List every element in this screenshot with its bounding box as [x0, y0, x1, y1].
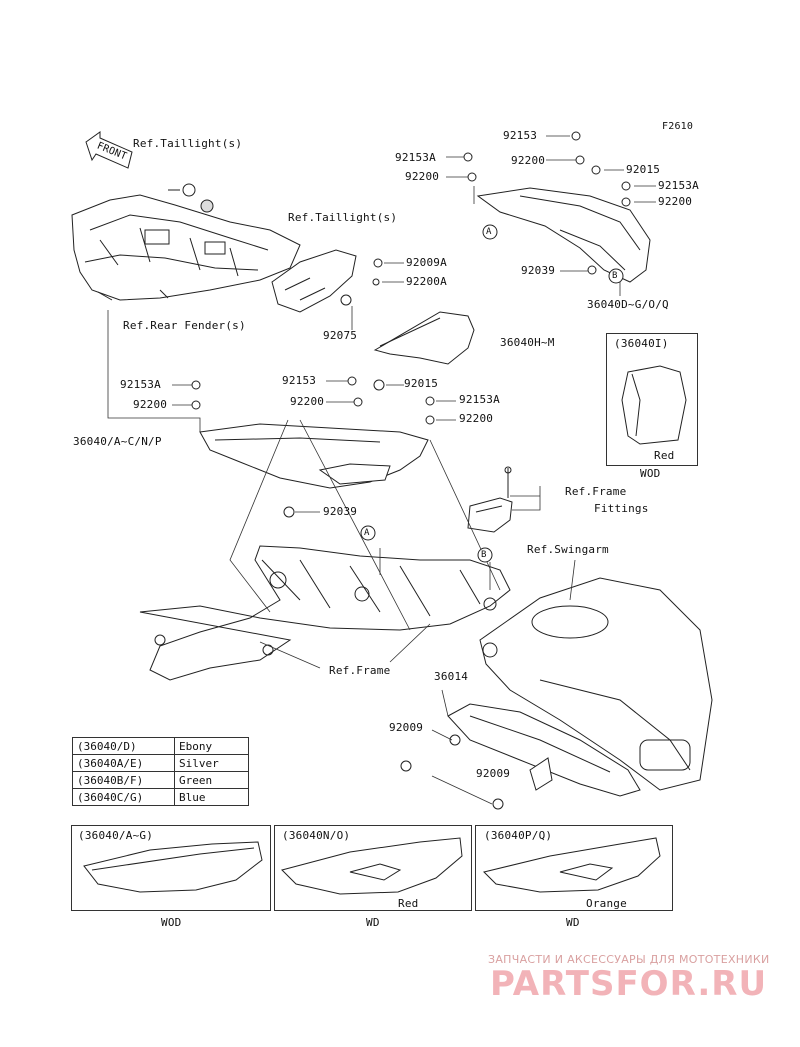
label-92153a-top: 92153A	[395, 151, 436, 164]
label-ref-rear-fender: Ref.Rear Fender(s)	[123, 319, 246, 332]
label-92153a-right: 92153A	[658, 179, 699, 192]
label-ref-frame-fittings-2: Fittings	[594, 502, 649, 515]
table-cell-code: (36040/D)	[72, 737, 175, 755]
label-ref-swingarm: Ref.Swingarm	[527, 543, 609, 556]
label-ref-frame-fittings-1: Ref.Frame	[565, 485, 627, 498]
bottom-inset-2-code: WD	[366, 916, 380, 929]
callout-circles	[360, 224, 624, 563]
bottom-inset-1-code: WOD	[161, 916, 182, 929]
label-92039-top: 92039	[521, 264, 556, 277]
label-92009-1: 92009	[389, 721, 424, 734]
table-cell-name: Green	[174, 771, 249, 789]
label-36040a: 36040/A~C/N/P	[73, 435, 162, 448]
label-92200-left: 92200	[133, 398, 168, 411]
table-cell-code: (36040B/F)	[72, 771, 175, 789]
label-92200a: 92200A	[406, 275, 447, 288]
bottom-inset-1-title: (36040/A~G)	[78, 829, 154, 842]
table-row: (36040B/F)Green	[72, 771, 249, 789]
label-92015-mid: 92015	[404, 377, 439, 390]
callout-b-label-2: B	[481, 550, 487, 560]
frame-fittings	[467, 466, 513, 533]
label-92200-top1: 92200	[511, 154, 546, 167]
leader-lines	[107, 135, 656, 805]
label-92075: 92075	[323, 329, 358, 342]
label-92200-top2: 92200	[405, 170, 440, 183]
table-cell-code: (36040C/G)	[72, 788, 175, 806]
label-92153-top: 92153	[503, 129, 538, 142]
label-ref-taillight-1: Ref.Taillight(s)	[133, 137, 243, 150]
rear-fender-assembly	[71, 183, 301, 301]
taillight-shape	[271, 249, 357, 313]
label-92153a-left: 92153A	[120, 378, 161, 391]
label-92009-2: 92009	[476, 767, 511, 780]
label-92153-mid: 92153	[282, 374, 317, 387]
front-arrow-icon	[85, 131, 133, 169]
bottom-inset-parts	[83, 837, 661, 895]
small-cover	[373, 311, 475, 365]
bottom-inset-2	[274, 825, 472, 911]
bottom-inset-2-color: Red	[398, 897, 419, 910]
table-cell-name: Silver	[174, 754, 249, 772]
label-36014: 36014	[434, 670, 469, 683]
watermark-tagline: ЗАПЧАСТИ И АКСЕССУАРЫ ДЛЯ МОТОТЕХНИКИ	[488, 953, 770, 966]
label-92200-mid2: 92200	[459, 412, 494, 425]
table-row: (36040/D)Ebony	[72, 737, 249, 755]
bottom-inset-3-color: Orange	[586, 897, 627, 910]
label-92009a: 92009A	[406, 256, 447, 269]
table-cell-name: Blue	[174, 788, 249, 806]
color-table: (36040/D)Ebony (36040A/E)Silver (36040B/…	[72, 737, 249, 806]
inset-36040i-color: Red	[654, 449, 675, 462]
callout-a-label-2: A	[364, 528, 370, 538]
bottom-inset-2-title: (36040N/O)	[282, 829, 351, 842]
figure-code: F2610	[662, 121, 694, 132]
bottom-inset-3	[475, 825, 673, 911]
swingarm	[479, 577, 713, 791]
bottom-inset-1	[71, 825, 271, 911]
table-row: (36040C/G)Blue	[72, 788, 249, 806]
inset-36040i-box	[606, 333, 698, 466]
inset-part-36040i	[621, 365, 687, 445]
label-92039-mid: 92039	[323, 505, 358, 518]
label-92153a-mid: 92153A	[459, 393, 500, 406]
main-side-cover	[199, 423, 429, 489]
label-92200-right: 92200	[658, 195, 693, 208]
inset-36040i-code: WOD	[640, 467, 661, 480]
label-ref-taillight-2: Ref.Taillight(s)	[288, 211, 398, 224]
callout-b-label: B	[612, 271, 618, 281]
watermark-brand: PARTSFOR.RU	[490, 964, 768, 1004]
bottom-inset-3-code: WD	[566, 916, 580, 929]
table-cell-code: (36040A/E)	[72, 754, 175, 772]
upper-tail-cowl	[476, 187, 651, 283]
label-ref-frame: Ref.Frame	[329, 664, 391, 677]
label-36040d: 36040D~G/O/Q	[587, 298, 669, 311]
bottom-inset-3-title: (36040P/Q)	[484, 829, 553, 842]
table-row: (36040A/E)Silver	[72, 754, 249, 772]
label-36040h: 36040H~M	[500, 336, 555, 349]
callout-a-label: A	[486, 227, 492, 237]
label-92015-top: 92015	[626, 163, 661, 176]
chain-guard	[447, 703, 641, 797]
subframe	[139, 545, 511, 681]
label-92200-mid: 92200	[290, 395, 325, 408]
table-cell-name: Ebony	[174, 737, 249, 755]
inset-36040i-title: (36040I)	[614, 337, 669, 350]
